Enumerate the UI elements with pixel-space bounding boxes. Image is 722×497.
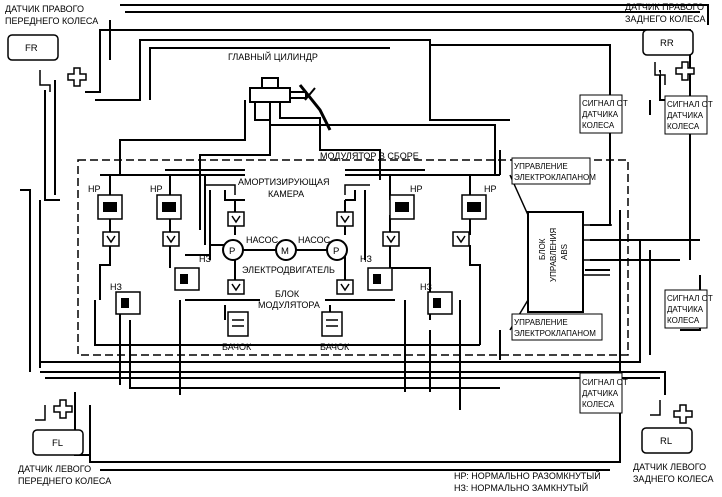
signal-fl-l2: ДАТЧИКА (582, 389, 619, 398)
valve-no-tag-4: НР (484, 184, 497, 194)
reservoir-left-box (227, 311, 249, 337)
valve-no-tag-1: НР (88, 184, 101, 194)
signal-rr-2-l2: ДАТЧИКА (667, 111, 704, 120)
sensor-fr-box (7, 34, 59, 61)
valve-no-tag-2: НР (150, 184, 163, 194)
sensor-boxes (7, 29, 694, 456)
modulator-block-label-1: БЛОК (275, 289, 300, 299)
sensor-rr-title-2: ЗАДНЕГО КОЛЕСА (625, 14, 705, 24)
valves-no (97, 194, 487, 220)
reservoirs (227, 311, 343, 337)
signal-fl-l3: КОЛЕСА (582, 400, 615, 409)
motor-label: ЭЛЕКТРОДВИГАТЕЛЬ (242, 265, 335, 275)
signal-rr-2-l1: СИГНАЛ ОТ (667, 100, 713, 109)
signal-rr-1-l1: СИГНАЛ ОТ (582, 99, 628, 108)
signal-rl-l3: КОЛЕСА (667, 316, 700, 325)
modulator-assembly-label: МОДУЛЯТОР В СБОРЕ (320, 151, 419, 161)
control-top-l1: УПРАВЛЕНИЕ (514, 162, 568, 171)
reservoir-right-label: БАЧОК (320, 342, 350, 352)
valve-no-rr-inner (389, 194, 415, 220)
motor-symbol: M (281, 246, 289, 257)
motor-circle (275, 239, 297, 261)
valve-no-cores (103, 202, 481, 212)
sensor-rl-box (641, 427, 693, 454)
valve-no-tag-3: НР (410, 184, 423, 194)
sensor-fl-box (32, 429, 84, 456)
legend-nc: НЗ: НОРМАЛЬНО ЗАМКНУТЫЙ (454, 482, 588, 493)
pump-left-circle (222, 239, 244, 261)
sensor-rr-box (642, 29, 694, 56)
control-top-l2: ЭЛЕКТРОКЛАПАНОМ (514, 173, 596, 182)
pump-right-label: НАСОС (298, 235, 331, 245)
reservoir-left-label: БАЧОК (222, 342, 252, 352)
sensor-fl-code: FL (52, 438, 63, 449)
sensor-fr-code: FR (25, 43, 38, 54)
sensor-rr-code: RR (660, 38, 674, 49)
pump-left-symbol: P (229, 246, 235, 257)
control-bottom-l2: ЭЛЕКТРОКЛАПАНОМ (514, 329, 596, 338)
sensor-rl-title-1: ДАТЧИК ЛЕВОГО (633, 462, 706, 472)
pump-right-circle (326, 239, 348, 261)
signal-boxes (511, 94, 708, 414)
abs-control-unit-box (527, 211, 584, 313)
sensor-connectors (35, 61, 695, 424)
sensor-rr-title-1: ДАТЧИК ПРАВОГО (625, 2, 704, 12)
master-cylinder-label: ГЛАВНЫЙ ЦИЛИНДР (228, 51, 318, 62)
damper-label-2: КАМЕРА (268, 189, 304, 199)
control-bottom-l1: УПРАВЛЕНИЕ (514, 318, 568, 327)
sensor-fl-title-2: ПЕРЕДНЕГО КОЛЕСА (18, 476, 111, 486)
sensor-fr-title-2: ПЕРЕДНЕГО КОЛЕСА (5, 16, 98, 26)
check-valves (102, 211, 470, 295)
signal-rl-l2: ДАТЧИКА (667, 305, 704, 314)
reservoir-right-box (321, 311, 343, 337)
valve-nc-tag-1: НЗ (110, 282, 122, 292)
sensor-rl-title-2: ЗАДНЕГО КОЛЕСА (633, 474, 713, 484)
master-cylinder (119, 77, 496, 230)
valve-nc-tag-4: НЗ (420, 282, 432, 292)
valve-no-fr-outer (97, 194, 123, 220)
signal-rr-1-l2: ДАТЧИКА (582, 110, 619, 119)
modulator-block-label-2: МОДУЛЯТОРА (258, 300, 320, 310)
signal-rr-2-l3: КОЛЕСА (667, 122, 700, 131)
signal-fl-l1: СИГНАЛ ОТ (582, 378, 628, 387)
damper-chambers (205, 184, 370, 195)
damper-label-1: АМОРТИЗИРУЮЩАЯ (238, 177, 330, 187)
valve-nc-tag-2: НЗ (199, 254, 211, 264)
pump-left-label: НАСОС (246, 235, 279, 245)
abs-unit-l3: ABS (560, 244, 569, 260)
signal-rr-1-l3: КОЛЕСА (582, 121, 615, 130)
valve-nc-cores (121, 274, 441, 308)
abs-unit-l1: БЛОК (538, 238, 547, 260)
sensor-rl-code: RL (660, 436, 672, 447)
pump-right-symbol: P (333, 246, 339, 257)
pump-motor-assembly (222, 239, 348, 261)
abs-unit-l2: УПРАВЛЕНИЯ (549, 228, 558, 282)
valve-nc-tag-3: НЗ (360, 254, 372, 264)
sensor-fr-title-1: ДАТЧИК ПРАВОГО (5, 4, 84, 14)
modulator-assembly-boundary (77, 159, 629, 356)
signal-rl-l1: СИГНАЛ ОТ (667, 294, 713, 303)
sensor-fl-title-1: ДАТЧИК ЛЕВОГО (18, 464, 91, 474)
legend-no: НР: НОРМАЛЬНО РАЗОМКНУТЫЙ (454, 470, 601, 481)
